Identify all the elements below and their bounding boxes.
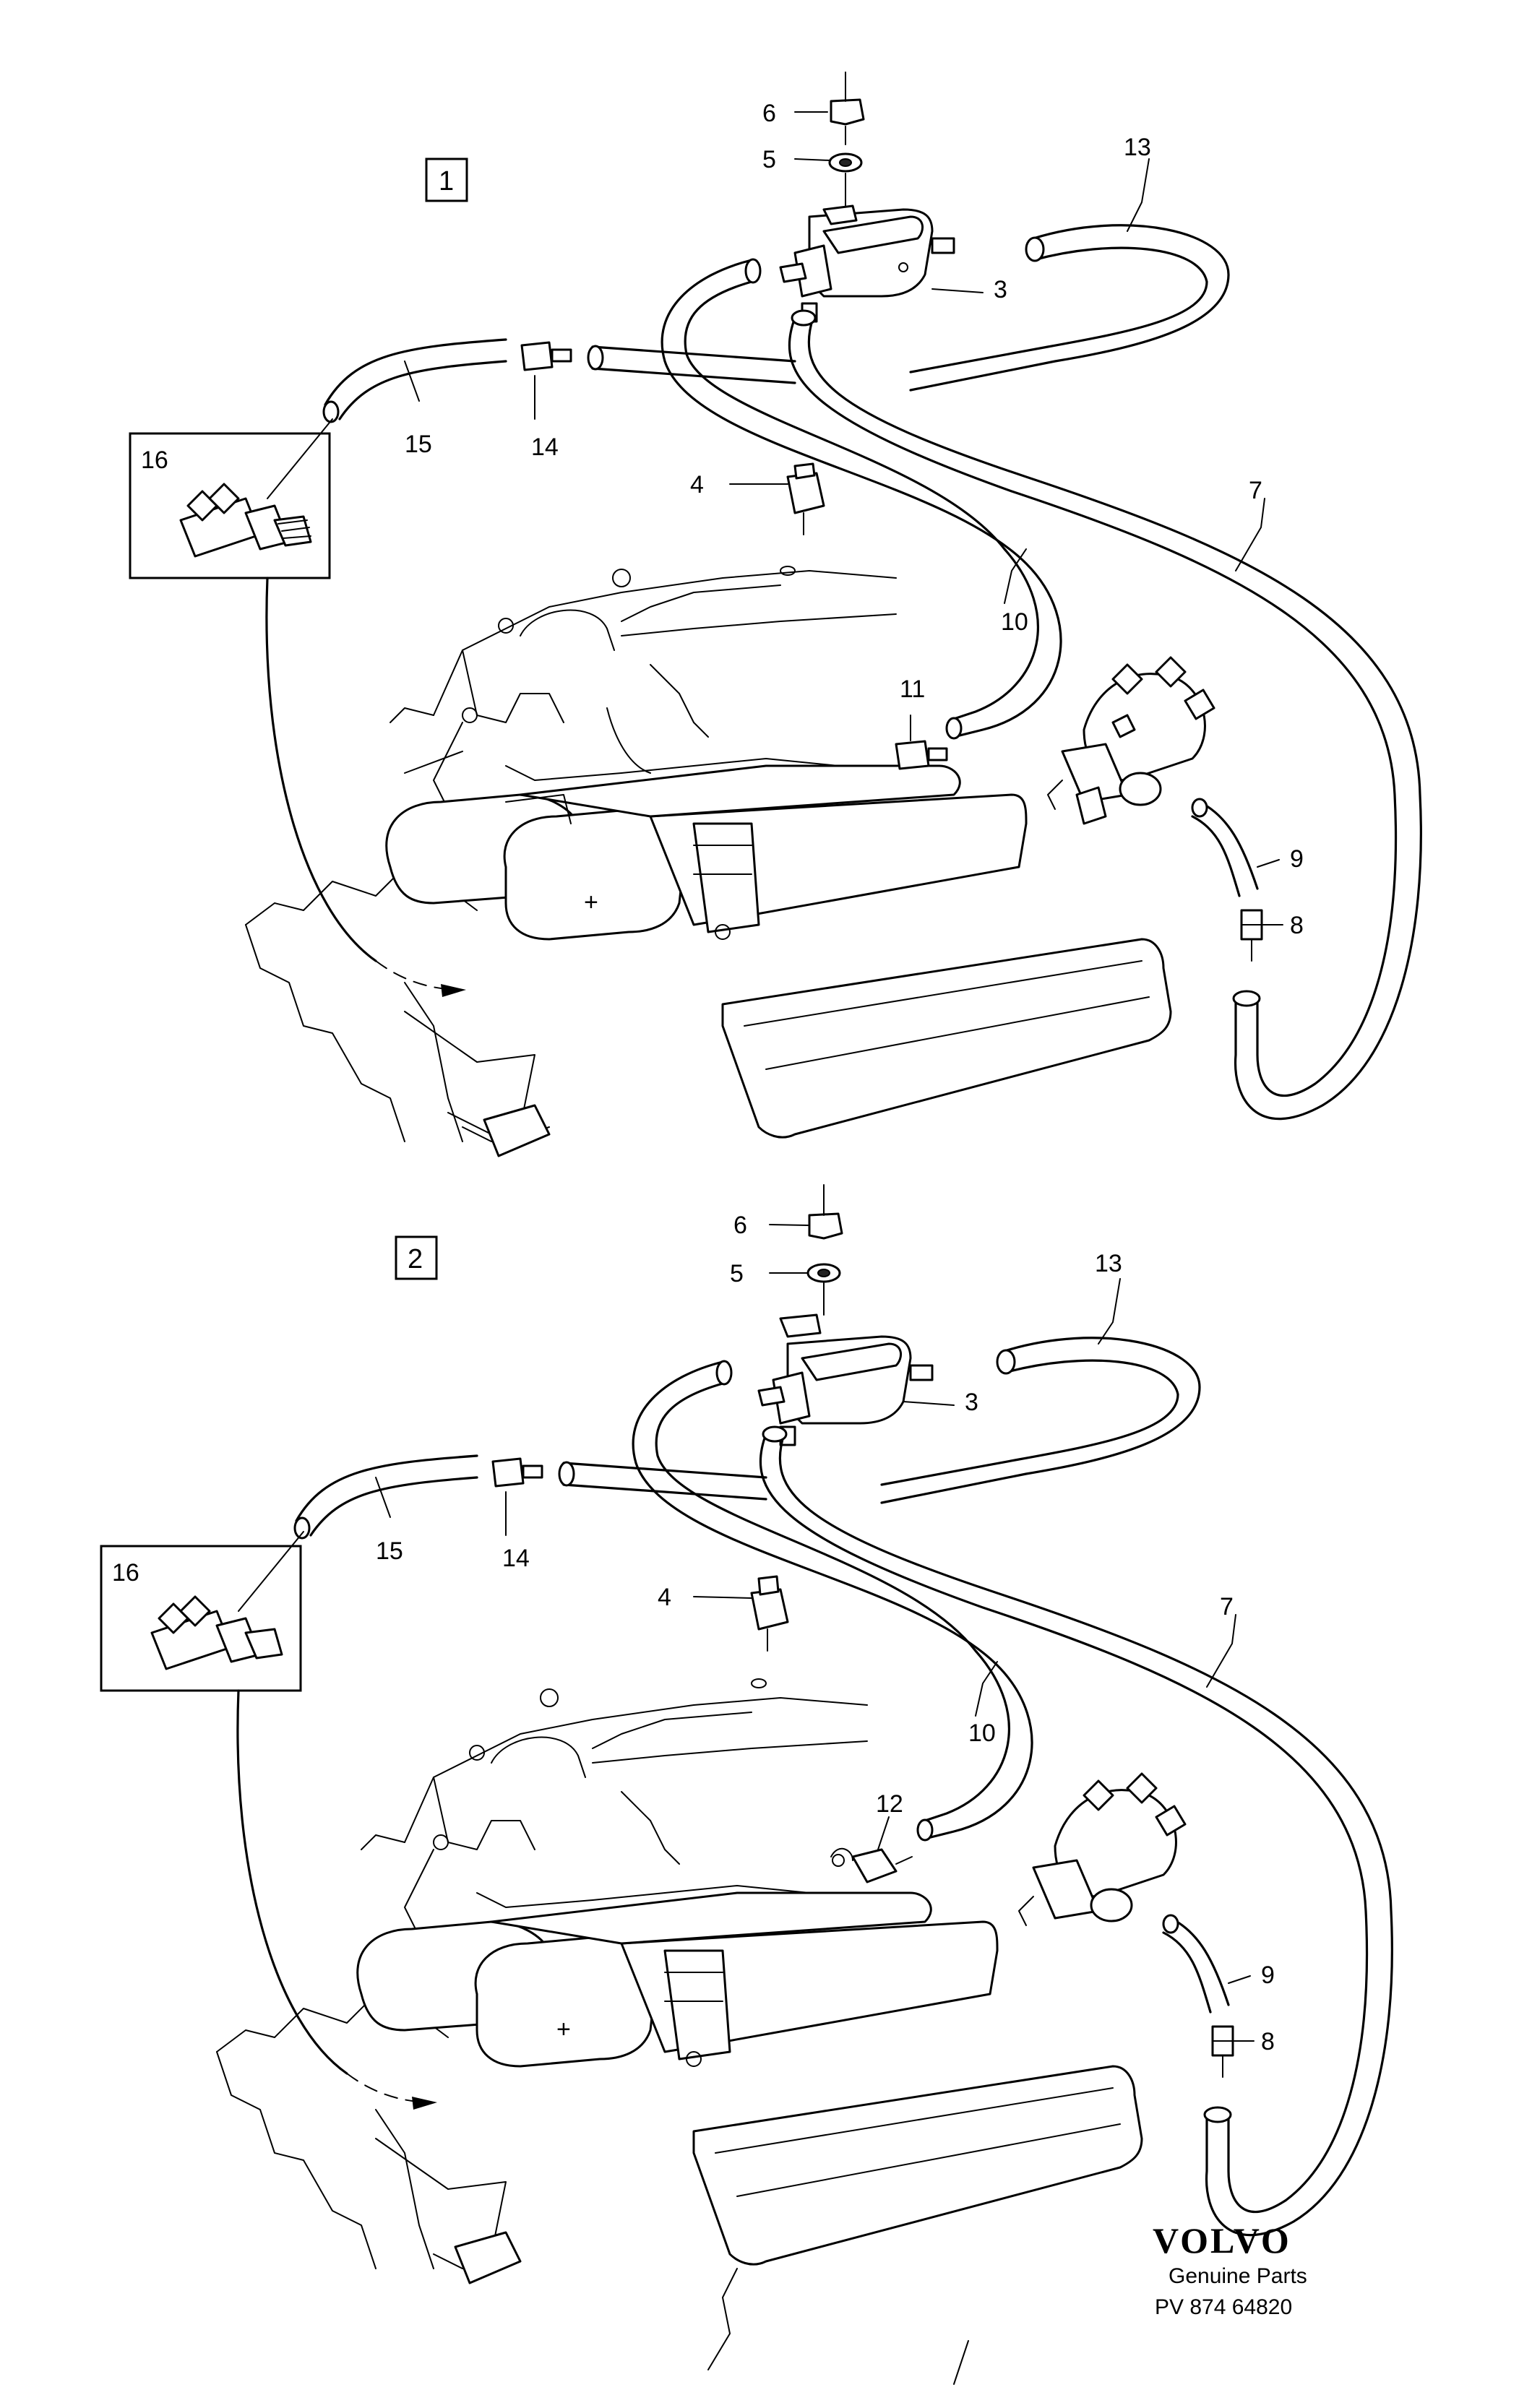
callout-16-1: 16	[141, 446, 168, 474]
callout-5-1: 5	[762, 146, 776, 173]
crank-case-2	[375, 2138, 522, 2284]
brand-tagline: Genuine Parts	[1169, 2264, 1307, 2288]
leaders-1	[404, 111, 1283, 925]
leaders-2	[375, 1224, 1255, 2042]
brand-code: PV 874 64820	[1155, 2295, 1292, 2319]
callout-7-2: 7	[1220, 1593, 1234, 1621]
crank-case-1	[404, 1011, 551, 1157]
hoses-2	[293, 1337, 1393, 2237]
diagram-1: 1	[129, 72, 1422, 1157]
diagram-2: 2	[100, 1184, 1393, 2385]
callout-11-1: 11	[900, 676, 925, 703]
brand-name: VOLVO	[1153, 2220, 1291, 2261]
solenoid-valve-2	[757, 1313, 934, 1446]
svg-text:+: +	[556, 2016, 571, 2043]
brand-block: VOLVO Genuine Parts PV 874 64820	[1153, 2220, 1307, 2319]
callout-13-2: 13	[1095, 1250, 1122, 1277]
intake-manifold-2: +	[356, 1891, 1143, 2266]
washer-5-2	[806, 1263, 841, 1316]
callout-3-2: 3	[965, 1389, 978, 1416]
nut-6-2	[808, 1184, 843, 1240]
check-valve-4-1	[780, 462, 825, 576]
callout-15-2: 15	[376, 1537, 403, 1565]
check-valve-4-2	[750, 1575, 789, 1688]
callout-14-2: 14	[502, 1545, 530, 1572]
callout-13-1: 13	[1124, 134, 1151, 161]
distributor-2	[1018, 1772, 1187, 1926]
callout-4-1: 4	[690, 471, 704, 499]
diagram-2-box	[395, 1235, 438, 1280]
engine-block-2	[216, 1688, 969, 2385]
callout-7-1: 7	[1249, 477, 1262, 504]
intake-manifold-1: +	[385, 764, 1172, 1139]
diagram-2-box-label: 2	[408, 1244, 423, 1274]
callout-6-2: 6	[733, 1212, 747, 1239]
connector-11-1	[895, 715, 948, 770]
diagram-1-box-label: 1	[439, 166, 454, 197]
callout-9-2: 9	[1261, 1962, 1275, 1989]
callout-4-2: 4	[658, 1584, 671, 1611]
callout-6-1: 6	[762, 100, 776, 127]
nut-6-1	[830, 72, 865, 145]
callout-12-2: 12	[876, 1790, 903, 1818]
connector-14-2	[491, 1457, 543, 1536]
solenoid-valve-1	[779, 204, 955, 323]
callout-10-2: 10	[968, 1719, 996, 1747]
distributor-1	[1047, 656, 1215, 825]
connector-12-2	[830, 1816, 913, 1883]
washer-5-1	[828, 152, 863, 207]
callout-3-1: 3	[994, 276, 1007, 303]
callout-9-1: 9	[1290, 845, 1304, 873]
callout-10-1: 10	[1001, 608, 1028, 636]
diagram-1-box	[425, 157, 468, 202]
connector-8-2	[1211, 2025, 1234, 2078]
connector-14-1	[520, 341, 572, 420]
pressure-switch-16-2	[100, 1531, 437, 2110]
pressure-switch-16-1	[129, 418, 466, 997]
hoses-1	[322, 224, 1422, 1121]
callout-15-1: 15	[405, 431, 432, 458]
svg-text:+: +	[584, 889, 598, 916]
callout-5-2: 5	[730, 1260, 744, 1287]
callout-14-1: 14	[531, 433, 559, 461]
connector-8-1	[1240, 909, 1263, 962]
callout-8-2: 8	[1261, 2028, 1275, 2055]
callout-16-2: 16	[112, 1559, 139, 1587]
callout-8-1: 8	[1290, 912, 1304, 939]
